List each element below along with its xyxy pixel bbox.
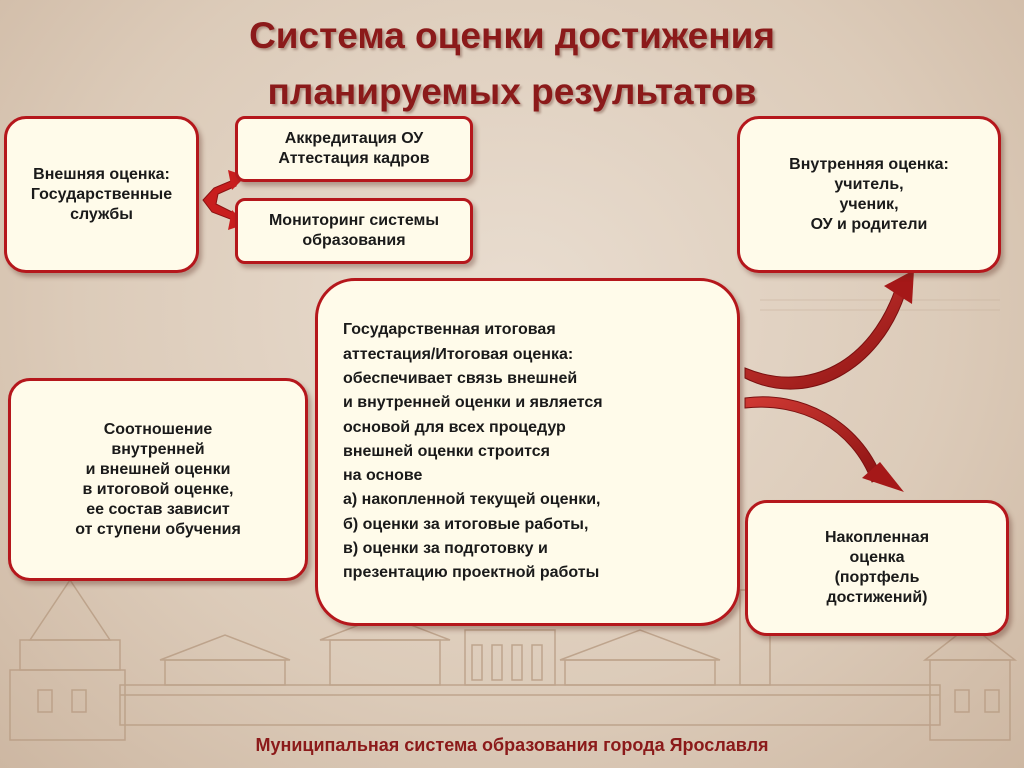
monitoring-box: Мониторинг системы образования	[235, 198, 473, 264]
accumulated-assessment-text: Накопленная оценка (портфель достижений)	[824, 529, 930, 606]
final-attestation-box: Государственная итоговая аттестация/Итог…	[315, 278, 740, 626]
external-assessment-text: Внешняя оценка: Государственные службы	[30, 165, 173, 223]
accreditation-text: Аккредитация ОУ Аттестация кадров	[278, 130, 430, 167]
internal-assessment-text: Внутренняя оценка: учитель, ученик, ОУ и…	[789, 155, 949, 233]
footer-caption: Муниципальная система образования города…	[255, 735, 769, 755]
curved-arrow-to-internal	[744, 270, 914, 390]
curved-arrow-to-accumulated	[744, 396, 904, 492]
ratio-text: Соотношение внутренней и внешней оценки …	[75, 420, 241, 538]
external-assessment-box: Внешняя оценка: Государственные службы	[4, 116, 199, 273]
accreditation-box: Аккредитация ОУ Аттестация кадров	[235, 116, 473, 182]
title-line-2: планируемых результатов	[267, 71, 757, 112]
accumulated-assessment-box: Накопленная оценка (портфель достижений)	[745, 500, 1009, 636]
monitoring-text: Мониторинг системы образования	[268, 212, 440, 249]
title-line-1: Система оценки достижения	[249, 15, 775, 56]
internal-assessment-box: Внутренняя оценка: учитель, ученик, ОУ и…	[737, 116, 1001, 273]
final-attestation-text: Государственная итоговая аттестация/Итог…	[343, 321, 603, 582]
page-title: Система оценки достижения планируемых ре…	[0, 8, 1024, 120]
ratio-box: Соотношение внутренней и внешней оценки …	[8, 378, 308, 581]
